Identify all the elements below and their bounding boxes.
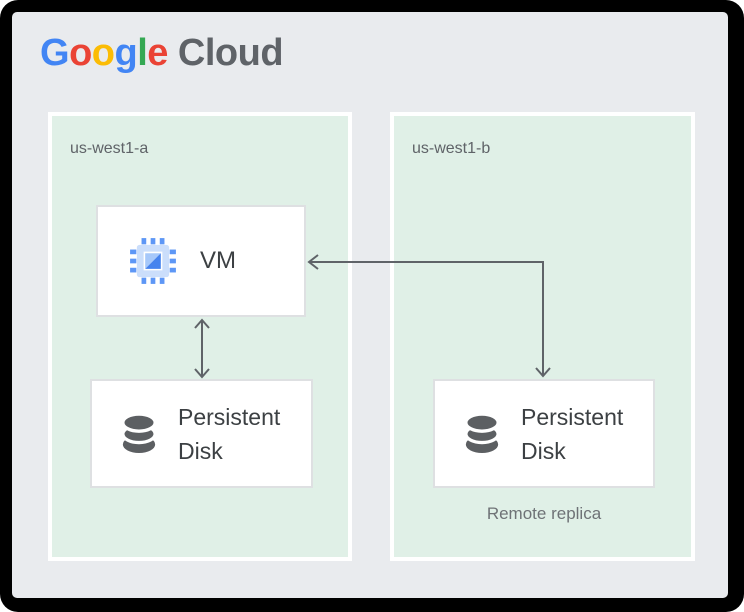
zone-label: us-west1-a bbox=[70, 140, 149, 157]
zone-us-west1-a: us-west1-a bbox=[48, 112, 352, 561]
logo-letter: l bbox=[137, 32, 148, 74]
vm-label: VM bbox=[200, 247, 236, 274]
persistent-disk-node-b: Persistent Disk bbox=[433, 379, 655, 488]
logo-product-name: Cloud bbox=[177, 32, 284, 74]
zone-label: us-west1-b bbox=[412, 140, 491, 157]
persistent-disk-label: Persistent Disk bbox=[178, 403, 281, 464]
logo-letter: g bbox=[114, 32, 138, 74]
persistent-disk-icon bbox=[121, 411, 157, 453]
zone-us-west1-b: us-west1-b bbox=[390, 112, 695, 561]
logo-letter: G bbox=[40, 32, 70, 74]
persistent-disk-label: Persistent Disk bbox=[521, 403, 624, 464]
persistent-disk-icon bbox=[464, 411, 500, 453]
logo-letter: o bbox=[69, 32, 92, 74]
logo-letter: o bbox=[91, 32, 115, 74]
vm-node: VM bbox=[96, 205, 306, 317]
remote-replica-caption: Remote replica bbox=[486, 504, 602, 523]
logo-letter: e bbox=[147, 32, 168, 74]
persistent-disk-node-a: Persistent Disk bbox=[90, 379, 313, 488]
compute-engine-icon bbox=[130, 238, 176, 284]
